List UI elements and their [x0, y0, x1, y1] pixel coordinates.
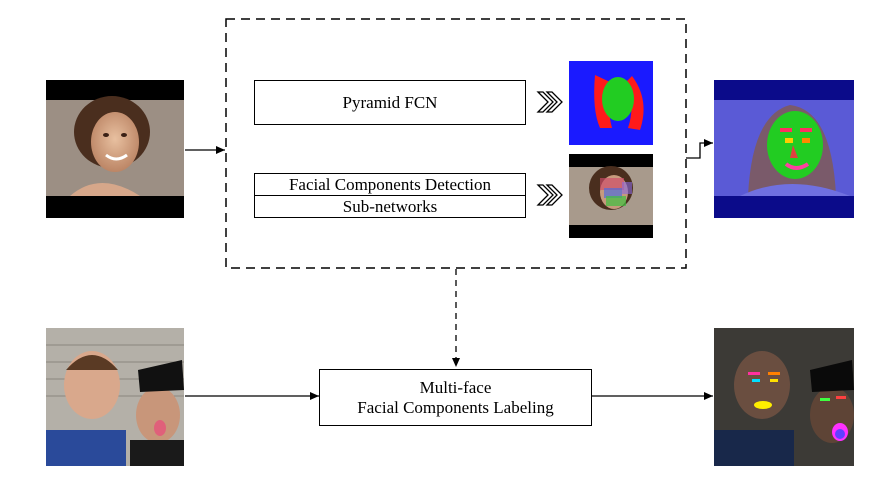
facial-components-detection-label: Facial Components Detection: [288, 174, 492, 194]
multi-face-labeling-box: Multi-face Facial Components Labeling: [319, 369, 592, 426]
components-detection-image: [569, 154, 653, 238]
sub-networks-box: Sub-networks: [254, 195, 526, 218]
arrow-region-to-output: [686, 139, 713, 159]
multi-face-input-photo: [46, 328, 184, 466]
output-labeled-face: [714, 80, 854, 218]
multi-face-line1: Multi-face: [419, 377, 492, 397]
sub-networks-label: Sub-networks: [342, 196, 438, 216]
double-chevron-icon-bottom: [536, 184, 563, 206]
input-face-photo: [46, 80, 184, 218]
segmentation-map-image: [569, 61, 653, 145]
pyramid-fcn-box: Pyramid FCN: [254, 80, 526, 125]
dashed-processing-region: [225, 18, 687, 269]
multi-face-output-photo: [714, 328, 854, 466]
double-chevron-icon-top: [536, 91, 563, 113]
facial-components-detection-box: Facial Components Detection: [254, 173, 526, 196]
pyramid-fcn-label: Pyramid FCN: [342, 92, 438, 112]
multi-face-line2: Facial Components Labeling: [357, 397, 554, 417]
